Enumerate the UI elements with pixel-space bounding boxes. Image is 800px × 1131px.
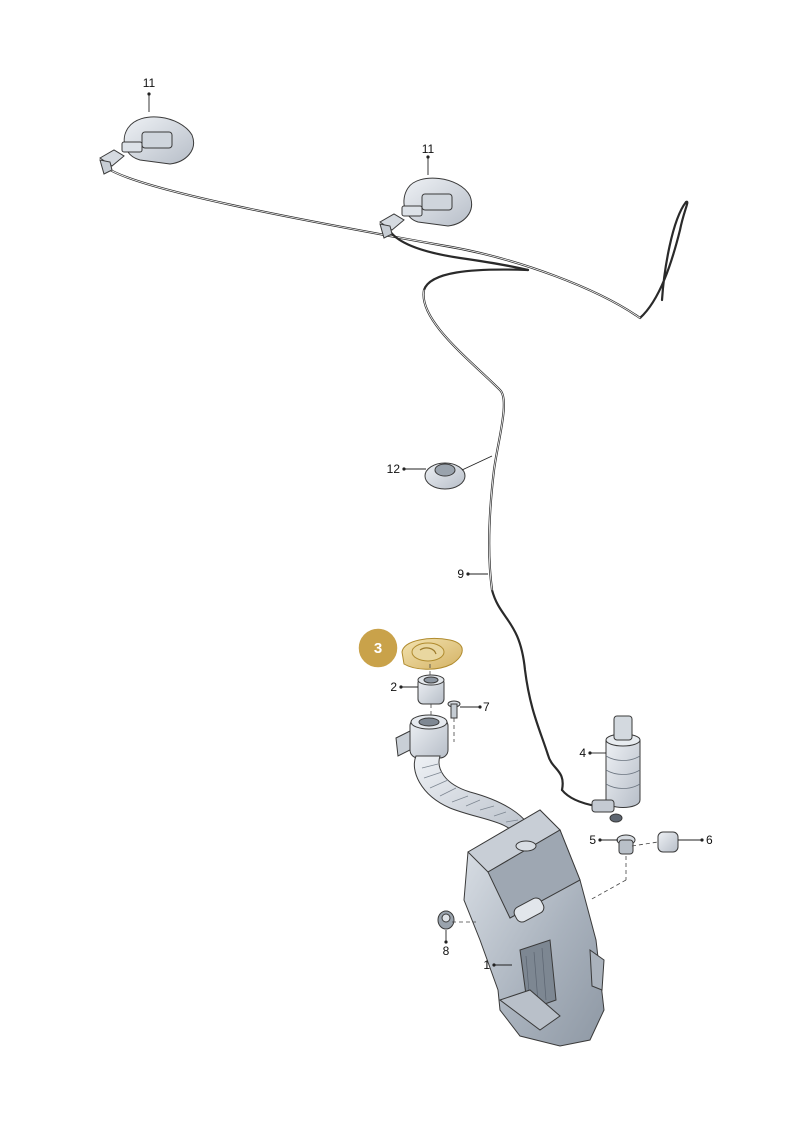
- callout-label-12: 12: [387, 462, 401, 476]
- callout-label-5: 5: [589, 833, 596, 847]
- callout-labels: 11 11 12 9 2 7 4 5 6 8 1: [143, 76, 713, 972]
- adapter: [417, 674, 445, 705]
- washer-reservoir: [463, 809, 605, 1047]
- pump-seal: [616, 834, 636, 855]
- callout-label-8: 8: [443, 944, 450, 958]
- filler-neck: [395, 714, 535, 841]
- callout-label-11-left: 11: [143, 76, 156, 90]
- assembly-lines: [429, 664, 659, 923]
- callout-label-7: 7: [483, 700, 490, 714]
- callout-label-2: 2: [390, 680, 397, 694]
- grommet: [424, 455, 493, 490]
- callout-label-1: 1: [483, 958, 490, 972]
- nut: [437, 910, 455, 930]
- washer-pump: [591, 715, 641, 823]
- highlight-badge-label: 3: [374, 640, 382, 657]
- screw: [447, 700, 461, 719]
- filler-cap-highlighted: [401, 638, 463, 670]
- callout-label-11-right: 11: [422, 142, 435, 156]
- highlight-badge: 3: [357, 627, 399, 669]
- callout-label-6: 6: [706, 833, 713, 847]
- callout-leaders: [147, 92, 704, 967]
- callout-label-4: 4: [579, 746, 586, 760]
- hose-line: [105, 166, 689, 808]
- washer-nozzle-right: [379, 177, 472, 239]
- callout-label-9: 9: [457, 567, 464, 581]
- protective-cap: [657, 831, 679, 853]
- washer-nozzle-left: [99, 116, 194, 175]
